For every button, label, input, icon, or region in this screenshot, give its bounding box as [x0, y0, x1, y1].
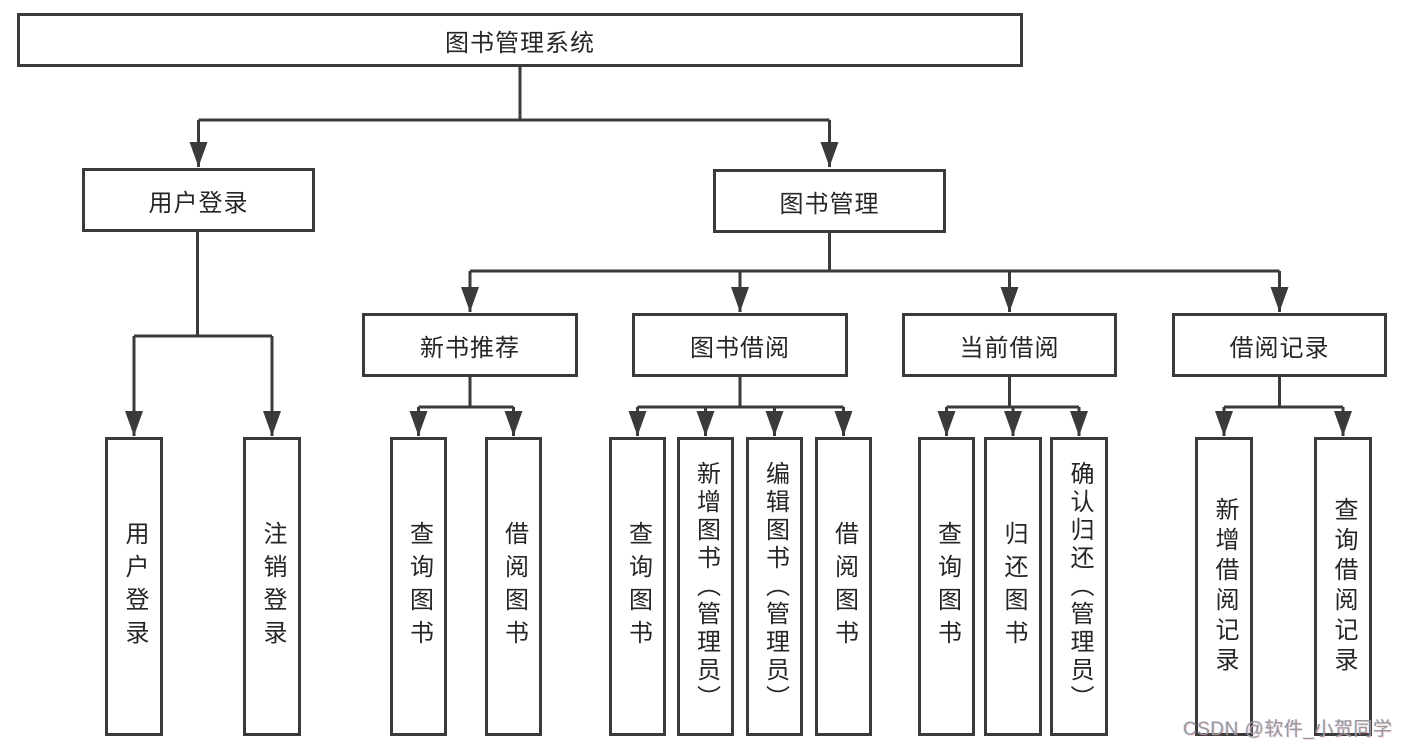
leaf-logout: 注销登录 — [243, 437, 301, 736]
connector-root-to-level1 — [189, 67, 839, 167]
connector-user-login-to-leaves — [125, 232, 281, 436]
leaf-query-books-recommend: 查询图书 — [390, 437, 447, 736]
leaf-add-book-admin: 新增图书（管理员） — [677, 437, 734, 736]
leaf-add-borrow-record: 新增借阅记录 — [1195, 437, 1253, 736]
node-user-login: 用户登录 — [82, 168, 315, 232]
watermark-text: CSDN @软件_小贺同学 — [1183, 719, 1393, 740]
leaf-return-book: 归还图书 — [984, 437, 1042, 736]
node-book-management: 图书管理 — [713, 169, 946, 233]
connector-book-management-to-level2 — [461, 233, 1289, 312]
leaf-borrow-books-recommend: 借阅图书 — [485, 437, 542, 736]
node-current-borrowing: 当前借阅 — [902, 313, 1117, 377]
connector-current-borrowing-to-leaves — [937, 377, 1088, 436]
node-borrow-records: 借阅记录 — [1172, 313, 1387, 377]
node-book-borrowing: 图书借阅 — [632, 313, 848, 377]
connector-new-book-recommend-to-leaves — [409, 377, 523, 436]
node-new-book-recommend: 新书推荐 — [362, 313, 578, 377]
node-root: 图书管理系统 — [17, 13, 1023, 67]
connector-book-borrowing-to-leaves — [628, 377, 853, 436]
leaf-query-books-borrowing: 查询图书 — [609, 437, 666, 736]
leaf-confirm-return-admin: 确认归还（管理员） — [1050, 437, 1108, 736]
connector-borrow-records-to-leaves — [1215, 377, 1352, 436]
leaf-query-borrow-record: 查询借阅记录 — [1314, 437, 1372, 736]
leaf-user-login: 用户登录 — [105, 437, 163, 736]
leaf-borrow-books-borrowing: 借阅图书 — [815, 437, 872, 736]
leaf-edit-book-admin: 编辑图书（管理员） — [746, 437, 803, 736]
leaf-query-books-current: 查询图书 — [918, 437, 975, 736]
